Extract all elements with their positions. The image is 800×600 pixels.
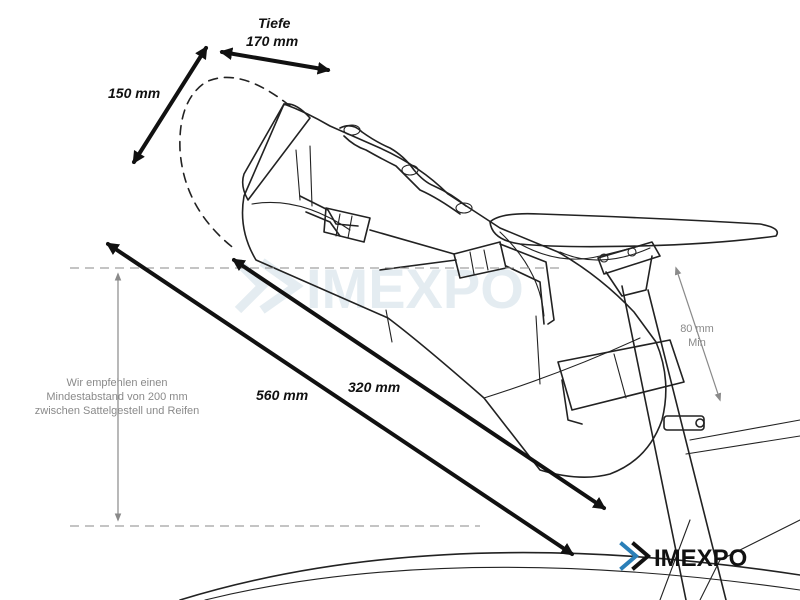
depth-outline-dashed xyxy=(179,76,291,251)
seatpost-clamp xyxy=(663,415,705,431)
depth-word-label: Tiefe xyxy=(258,15,291,31)
recommendation-text: Wir empfehlen einen Mindestabstand von 2… xyxy=(35,377,199,417)
buckle-left-icon xyxy=(323,207,371,243)
recommendation-line-3: zwischen Sattelgestell und Reifen xyxy=(35,405,199,417)
logo-chevrons-icon xyxy=(619,541,652,571)
watermark: IMEXPO xyxy=(234,257,524,320)
clearance-value-label: 80 mm xyxy=(680,323,714,335)
depth-arrow xyxy=(219,47,331,75)
recommendation-line-1: Wir empfehlen einen xyxy=(67,377,168,389)
height-arrow xyxy=(132,45,208,165)
brand-logo: IMEXPO xyxy=(619,541,747,572)
height-value-label: 150 mm xyxy=(108,85,160,101)
depth-value-label: 170 mm xyxy=(246,33,298,49)
bag-length-label: 320 mm xyxy=(348,379,400,395)
recommendation-line-2: Mindestabstand von 200 mm xyxy=(46,391,187,403)
watermark-text: IMEXPO xyxy=(306,257,524,320)
bungee-cord xyxy=(339,124,473,215)
saddle xyxy=(489,212,779,261)
total-length-label: 560 mm xyxy=(256,387,308,403)
total-length-arrow xyxy=(105,242,575,556)
seatpost-head xyxy=(597,241,661,297)
clearance-min-label: Min xyxy=(688,337,706,349)
min-clearance-arrow xyxy=(674,266,722,402)
logo-text: IMEXPO xyxy=(654,545,747,572)
